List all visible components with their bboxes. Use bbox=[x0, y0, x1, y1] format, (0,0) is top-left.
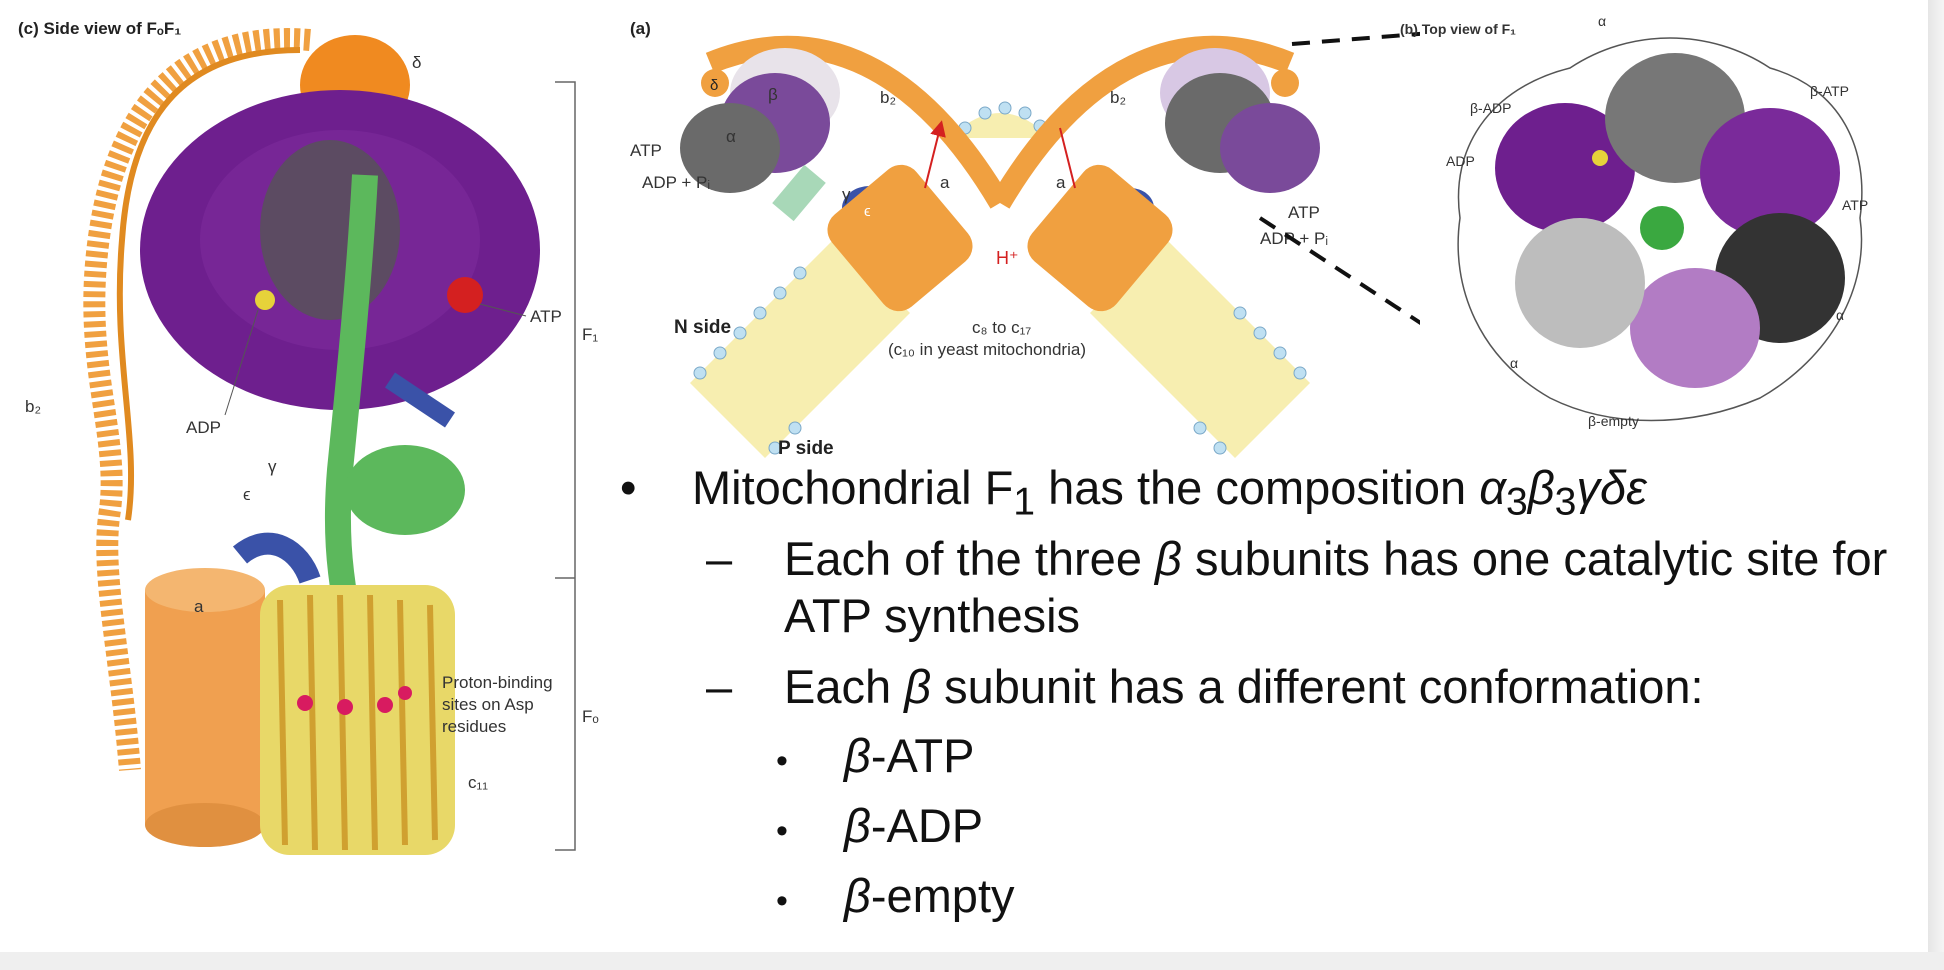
label-b2-c: b₂ bbox=[25, 397, 41, 416]
bullet-main-text: Mitochondrial F1 has the composition α3β… bbox=[692, 461, 1647, 524]
label-a-left: a bbox=[940, 173, 950, 192]
panel-b-title: (b) Top view of F₁ bbox=[1400, 21, 1516, 37]
dash-1: – bbox=[706, 532, 733, 585]
label-c-yeast: (c₁₀ in yeast mitochondria) bbox=[888, 340, 1086, 359]
label-a-right: a bbox=[1056, 173, 1066, 192]
label-n-side: N side bbox=[674, 317, 731, 338]
label-alpha-b-top: α bbox=[1598, 13, 1606, 29]
label-atp-right: ATP bbox=[1288, 203, 1320, 222]
label-p-side: P side bbox=[778, 438, 834, 458]
label-adp-c: ADP bbox=[186, 418, 221, 437]
label-gamma-a: γ bbox=[842, 185, 851, 204]
label-proton-1: Proton-binding bbox=[442, 673, 553, 692]
slide-edge-shadow bbox=[1928, 0, 1944, 970]
label-a-c: a bbox=[194, 597, 204, 616]
label-beta-adp: β-ADP bbox=[1470, 100, 1512, 116]
label-proton-2: sites on Asp bbox=[442, 695, 534, 714]
schematic-figure: (a) ATP ADP bbox=[630, 19, 1420, 458]
label-b2-a-right: b₂ bbox=[1110, 88, 1126, 107]
label-adp-b: ADP bbox=[1446, 153, 1475, 169]
beta-empty-subunit bbox=[1630, 268, 1760, 388]
label-atp-b: ATP bbox=[1842, 197, 1868, 213]
label-c-range: c₈ to c₁₇ bbox=[972, 318, 1031, 337]
label-beta-a: β bbox=[768, 85, 778, 104]
label-epsilon-c: ϵ bbox=[243, 485, 251, 504]
panel-a-label: (a) bbox=[630, 19, 651, 38]
atp-site bbox=[447, 277, 483, 313]
c-ring bbox=[260, 585, 455, 855]
b2-arch-right bbox=[990, 35, 1295, 209]
label-delta-a: δ bbox=[710, 77, 718, 94]
label-c11: c₁₁ bbox=[468, 773, 488, 792]
label-gamma-c: γ bbox=[268, 457, 277, 476]
label-beta-empty: β-empty bbox=[1588, 413, 1639, 429]
label-h-plus: H⁺ bbox=[996, 248, 1019, 268]
membrane-right bbox=[1090, 238, 1310, 458]
label-alpha-b-right: α bbox=[1836, 307, 1844, 323]
window-bottom-band bbox=[0, 952, 1944, 970]
bullet-sub-2-text: Each β subunit has a different conformat… bbox=[784, 660, 1704, 713]
adp-site bbox=[255, 290, 275, 310]
label-alpha-b-left: α bbox=[1510, 355, 1518, 371]
label-fo: Fₒ bbox=[582, 707, 599, 726]
label-beta-atp: β-ATP bbox=[1810, 83, 1849, 99]
c-ring-left bbox=[827, 164, 973, 312]
label-adp-pi-left: ADP + Pᵢ bbox=[642, 173, 710, 192]
membrane-left bbox=[690, 238, 910, 458]
panel-c-title: (c) Side view of FₒF₁ bbox=[18, 19, 181, 38]
a-subunit bbox=[145, 590, 265, 825]
label-delta: δ bbox=[412, 53, 421, 72]
label-alpha-a: α bbox=[726, 127, 736, 146]
b2-arch-left bbox=[705, 35, 1010, 209]
beta-adp-subunit bbox=[1495, 103, 1635, 233]
epsilon-subunit bbox=[232, 532, 321, 585]
label-proton-3: residues bbox=[442, 717, 506, 736]
label-atp-c: ATP bbox=[530, 307, 562, 326]
dash-2: – bbox=[706, 660, 733, 713]
side-view-figure: (c) Side view of FₒF₁ bbox=[18, 19, 599, 855]
c-ring-right bbox=[1027, 164, 1173, 312]
bullet-dot: • bbox=[620, 461, 637, 514]
label-b2-a-left: b₂ bbox=[880, 88, 896, 107]
gamma-subunit bbox=[324, 174, 378, 603]
bullet-sub-1-text: Each of the three β subunits has one cat… bbox=[784, 532, 1888, 642]
b2-stalk bbox=[83, 28, 311, 771]
label-f1: F₁ bbox=[582, 325, 598, 344]
top-view-figure: (b) Top view of F₁ α β-ADP β-ATP ADP ATP… bbox=[1400, 13, 1868, 429]
beta-atp-subunit bbox=[1700, 108, 1840, 238]
label-epsilon-a: ϵ bbox=[864, 203, 871, 220]
label-atp-left: ATP bbox=[630, 141, 662, 160]
slide: (c) Side view of FₒF₁ bbox=[0, 0, 1928, 952]
